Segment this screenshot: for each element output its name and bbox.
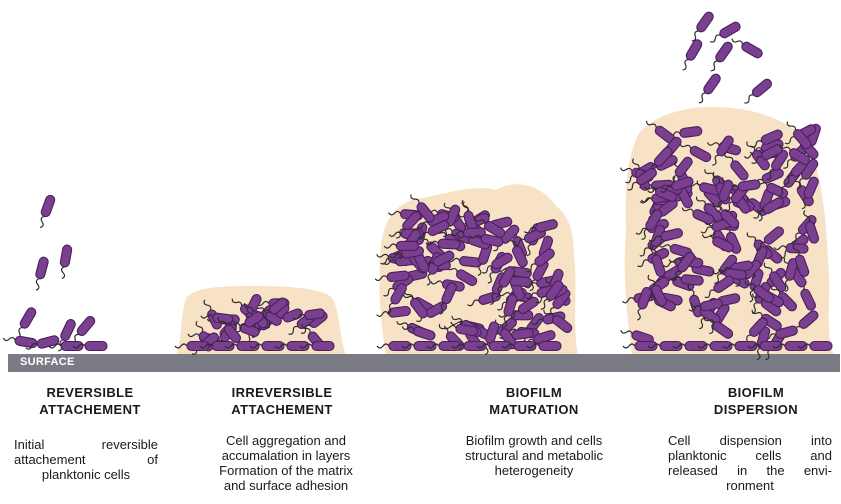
stage-desc-maturation: Biofilm growth and cells structural and … xyxy=(426,433,642,478)
title-line: DISPERSION xyxy=(656,401,841,418)
bacterium xyxy=(377,342,411,351)
desc-line: Cell dispension into xyxy=(668,433,832,448)
bacterium xyxy=(36,194,56,229)
title-line: REVERSIBLE xyxy=(0,384,190,401)
stage-desc-irreversible: Cell aggregation and accumalation in lay… xyxy=(186,433,386,493)
bacterium xyxy=(623,342,657,351)
desc-line: heterogeneity xyxy=(426,463,642,478)
bacterium xyxy=(741,77,773,106)
title-line: ATTACHEMENT xyxy=(0,401,190,418)
stage-title-irreversible: IRREVERSIBLE ATTACHEMENT xyxy=(182,384,382,418)
desc-line: ronment xyxy=(668,478,832,493)
bacterium xyxy=(688,10,715,43)
stage-title-maturation: BIOFILM MATURATION xyxy=(434,384,634,418)
title-line: MATURATION xyxy=(434,401,634,418)
desc-line: and surface adhesion xyxy=(186,478,386,493)
desc-line: attachement of xyxy=(14,452,158,467)
stage-title-dispersion: BIOFILM DISPERSION xyxy=(656,384,841,418)
desc-line: Cell aggregation and xyxy=(186,433,386,448)
title-line: BIOFILM xyxy=(434,384,634,401)
surface-bar xyxy=(8,354,840,372)
title-line: IRREVERSIBLE xyxy=(182,384,382,401)
bacterium xyxy=(58,244,73,279)
desc-line: structural and metabolic xyxy=(426,448,642,463)
bacterium xyxy=(679,38,704,72)
desc-line: planktonic cells xyxy=(14,467,158,482)
desc-line: Initial reversible xyxy=(14,437,158,452)
bacterium xyxy=(13,306,38,340)
desc-line: planktonic cells and xyxy=(668,448,832,463)
stage-desc-reversible: Initial reversible attachement of plankt… xyxy=(14,437,158,482)
desc-line: Biofilm growth and cells xyxy=(426,433,642,448)
surface-label: SURFACE xyxy=(20,356,75,368)
title-line: ATTACHEMENT xyxy=(182,401,382,418)
bacteria-cells xyxy=(3,10,832,362)
desc-line: released in the envi- xyxy=(668,463,832,478)
bacterium xyxy=(730,35,764,60)
desc-line: accumalation in layers xyxy=(186,448,386,463)
bacterium xyxy=(707,40,734,73)
stage-title-reversible: REVERSIBLE ATTACHEMENT xyxy=(0,384,190,418)
bacterium xyxy=(695,72,722,105)
desc-line: Formation of the matrix xyxy=(186,463,386,478)
title-line: BIOFILM xyxy=(656,384,841,401)
bacterium xyxy=(32,256,49,291)
stage-desc-dispersion: Cell dispension into planktonic cells an… xyxy=(668,433,832,493)
